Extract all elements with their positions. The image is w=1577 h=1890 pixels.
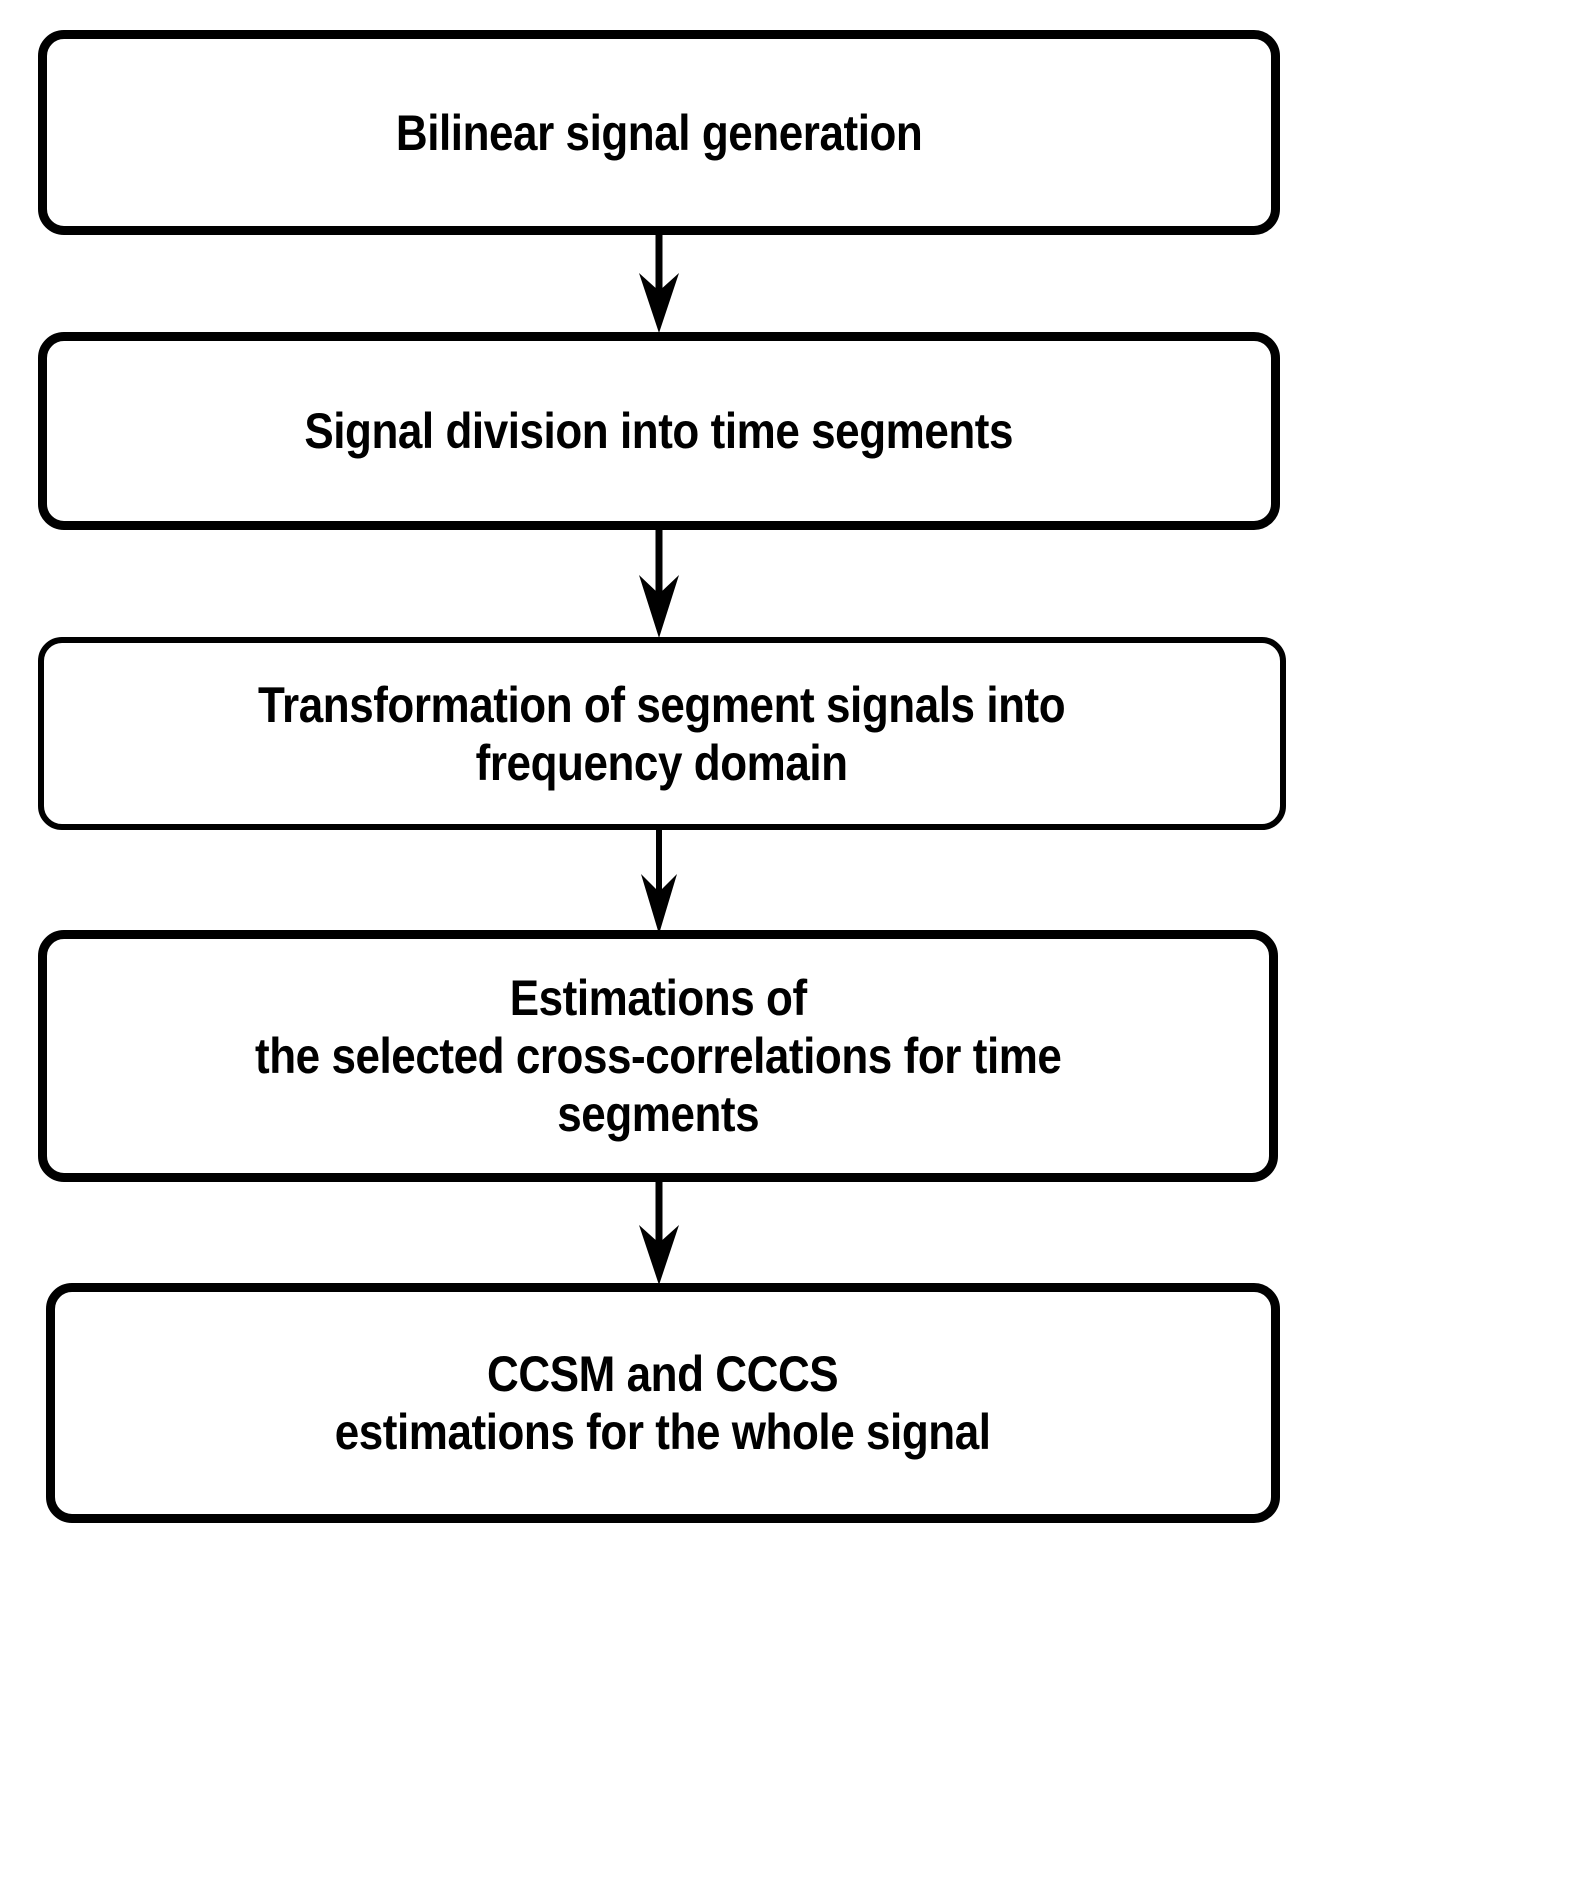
process-box-label: Transformation of segment signals into f… bbox=[258, 676, 1066, 791]
process-box-bilinear-signal-generation[interactable]: Bilinear signal generation bbox=[38, 30, 1280, 235]
process-box-transformation-frequency-domain[interactable]: Transformation of segment signals into f… bbox=[38, 637, 1286, 830]
process-box-label: Estimations of the selected cross-correl… bbox=[254, 970, 1062, 1142]
connector-arrow-1 bbox=[628, 233, 690, 333]
process-box-label: Signal division into time segments bbox=[304, 403, 1014, 459]
connector-arrow-3 bbox=[628, 828, 690, 934]
process-box-ccsm-cccs-estimations[interactable]: CCSM and CCCS estimations for the whole … bbox=[46, 1283, 1280, 1523]
process-box-signal-division[interactable]: Signal division into time segments bbox=[38, 332, 1280, 530]
process-box-label: Bilinear signal generation bbox=[395, 104, 923, 161]
connector-arrow-2 bbox=[628, 528, 690, 638]
process-box-cross-correlation-estimations[interactable]: Estimations of the selected cross-correl… bbox=[38, 930, 1278, 1182]
connector-arrow-4 bbox=[628, 1180, 690, 1285]
process-box-label: CCSM and CCCS estimations for the whole … bbox=[335, 1346, 991, 1460]
